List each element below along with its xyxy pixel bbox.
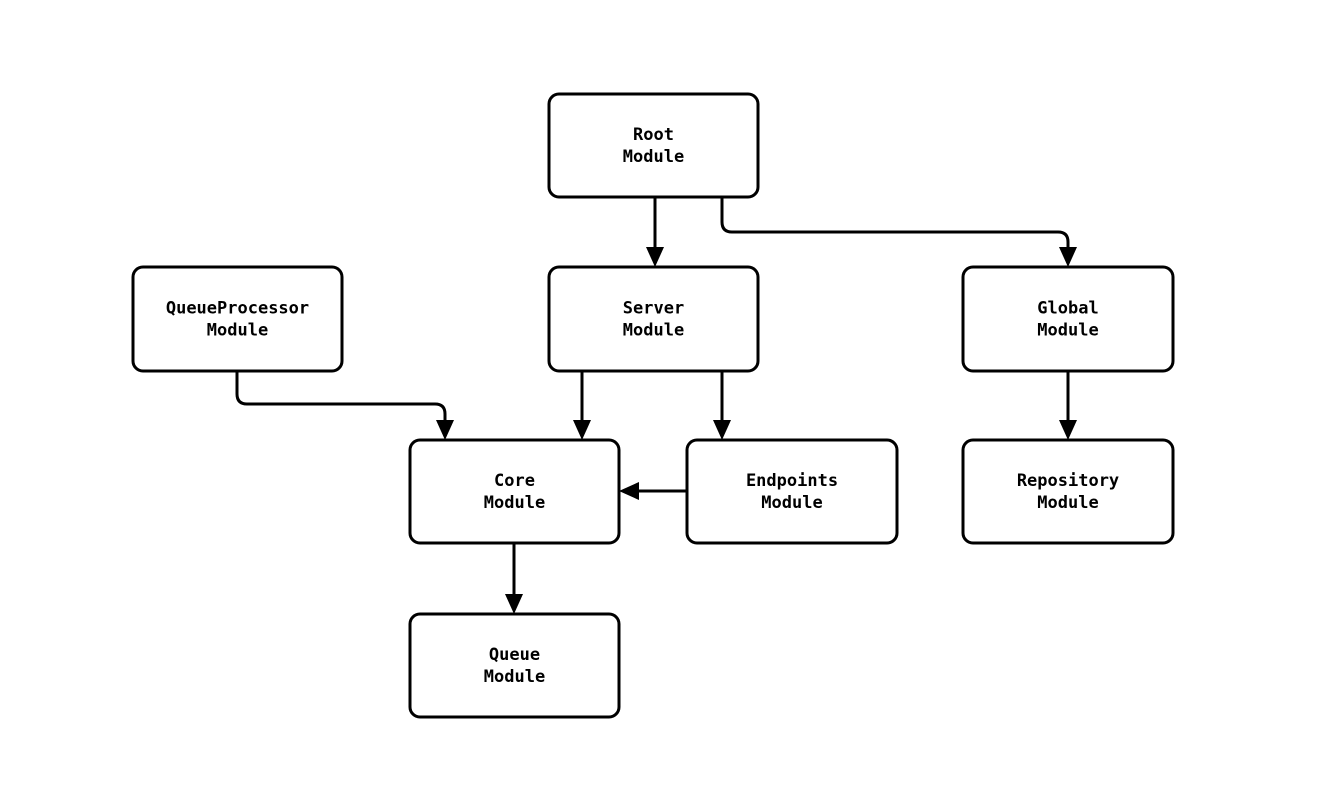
repository-module-node-label-line2: Module (1037, 493, 1098, 513)
edge-global-to-repository (1059, 371, 1077, 440)
edge-server-to-endpoints (713, 371, 731, 440)
edge-global-to-repository-arrowhead-icon (1059, 420, 1077, 440)
queueprocessor-module-node-label-line1: QueueProcessor (166, 298, 309, 318)
edge-root-to-server-arrowhead-icon (646, 247, 664, 267)
server-module-node-box[interactable] (547, 265, 760, 373)
endpoints-module-node-box[interactable] (685, 438, 899, 545)
edge-core-to-queue-arrowhead-icon (505, 594, 523, 614)
core-module-node-label-line1: Core (494, 471, 535, 491)
edge-core-to-queue (505, 543, 523, 614)
edge-queueprocessor-to-core-arrowhead-icon (436, 420, 454, 440)
edge-server-to-core-arrowhead-icon (573, 420, 591, 440)
edge-root-to-server (646, 197, 664, 267)
root-module-node-label-line1: Root (633, 125, 674, 145)
server-module-node-label-line1: Server (623, 298, 684, 318)
global-module-node-label-line2: Module (1037, 321, 1098, 341)
endpoints-module-node-label-line1: Endpoints (746, 471, 838, 491)
edge-server-to-endpoints-arrowhead-icon (713, 420, 731, 440)
edge-root-to-global-line (720, 197, 1070, 247)
edge-root-to-global-arrowhead-icon (1059, 247, 1077, 267)
global-module-node-box[interactable] (961, 265, 1175, 373)
edges-layer (235, 197, 1077, 614)
queue-module-node-box[interactable] (408, 612, 621, 719)
queue-module-node-label-line1: Queue (489, 645, 540, 665)
core-module-node-label-line2: Module (484, 493, 545, 513)
server-module-node-label-line2: Module (623, 321, 684, 341)
repository-module-node-box[interactable] (961, 438, 1175, 545)
queueprocessor-module-node-box[interactable] (131, 265, 344, 373)
edge-queueprocessor-to-core-line (235, 371, 447, 420)
root-module-node-label-line2: Module (623, 147, 684, 167)
root-module-node-box[interactable] (547, 92, 760, 199)
global-module-node-label-line1: Global (1037, 298, 1098, 318)
edge-server-to-core (573, 371, 591, 440)
edge-endpoints-to-core-arrowhead-icon (619, 482, 639, 500)
edge-queueprocessor-to-core (235, 371, 454, 440)
repository-module-node-label-line1: Repository (1017, 471, 1119, 491)
edge-endpoints-to-core (619, 482, 687, 500)
endpoints-module-node-label-line2: Module (761, 493, 822, 513)
queue-module-node-label-line2: Module (484, 667, 545, 687)
queueprocessor-module-node-label-line2: Module (207, 321, 268, 341)
core-module-node-box[interactable] (408, 438, 621, 545)
edge-root-to-global (720, 197, 1077, 267)
